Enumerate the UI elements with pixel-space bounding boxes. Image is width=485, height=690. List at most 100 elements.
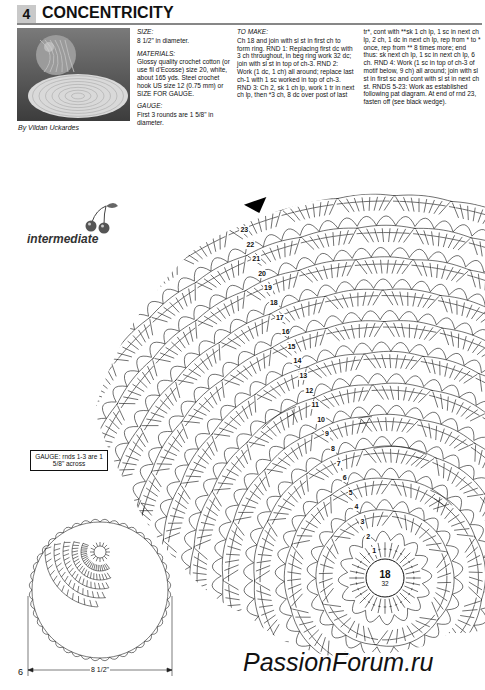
round-number: 8 bbox=[330, 445, 336, 453]
round-stitches bbox=[284, 478, 485, 677]
label-holder: 7 bbox=[336, 460, 342, 468]
label-holder: By Vildan Uckardes bbox=[18, 124, 79, 132]
label-holder: 13 bbox=[298, 372, 308, 380]
round-number: 16 bbox=[281, 328, 291, 336]
label-holder: 9 bbox=[324, 430, 330, 438]
page-number: 6 bbox=[18, 667, 23, 677]
round-stitches bbox=[54, 247, 485, 690]
round-stitches bbox=[23, 216, 485, 690]
cherry-icon bbox=[86, 203, 119, 234]
label-holder: 20 bbox=[257, 270, 267, 278]
stitch-chart bbox=[1, 194, 485, 690]
label-holder: 16 bbox=[281, 328, 291, 336]
section-heading: SIZE: bbox=[137, 28, 233, 36]
label-holder: 12 bbox=[304, 387, 314, 395]
gauge-box: GAUGE: rnds 1-3 are 1 5/8" across bbox=[30, 450, 108, 471]
label-holder: 22 bbox=[245, 241, 255, 249]
gauge-text: First 3 rounds are 1 5/8" in diameter. bbox=[137, 111, 233, 127]
round-number: 20 bbox=[257, 270, 267, 278]
round-number: 21 bbox=[251, 255, 261, 263]
round-number: 2 bbox=[365, 533, 371, 541]
label-holder: 8 1/2" bbox=[90, 666, 110, 674]
project-photo bbox=[17, 28, 130, 121]
round-number: 23 bbox=[239, 226, 249, 234]
node-text: 4 bbox=[23, 6, 31, 22]
size-text: 8 1/2" in diameter. bbox=[137, 37, 233, 45]
label-holder: PassionForum.ru bbox=[243, 648, 433, 677]
label-holder: 6 bbox=[342, 474, 348, 482]
label-holder: 15 bbox=[287, 343, 297, 351]
label-holder: 5 bbox=[348, 489, 354, 497]
instructions-text: Ch 18 and join with sl st in first ch to… bbox=[237, 28, 481, 106]
round-number: 13 bbox=[298, 372, 308, 380]
watermark: PassionForum.ru bbox=[243, 648, 433, 677]
round-number: 22 bbox=[245, 241, 255, 249]
label-holder: 8 bbox=[330, 445, 336, 453]
title: CONCENTRICITY bbox=[42, 4, 174, 22]
round-stitches bbox=[212, 405, 485, 690]
header-rule bbox=[17, 23, 482, 24]
round-number: 15 bbox=[287, 343, 297, 351]
label-holder: 4 bbox=[354, 503, 360, 511]
round-number: 11 bbox=[310, 401, 319, 409]
chain-count: 18 bbox=[379, 569, 390, 581]
label-holder: 14 bbox=[293, 357, 303, 365]
round-number: 17 bbox=[275, 314, 285, 322]
label-holder: 19 bbox=[263, 284, 273, 292]
skill-level-logo: intermediate bbox=[27, 233, 98, 247]
round-stitches bbox=[95, 289, 485, 690]
label-holder: 2 bbox=[365, 533, 371, 541]
label-holder: intermediate bbox=[27, 233, 98, 247]
center-ring: 1832 bbox=[365, 558, 405, 598]
round-number: 3 bbox=[359, 518, 365, 526]
label-holder: 11 bbox=[310, 401, 319, 409]
round-stitches bbox=[190, 383, 485, 690]
round-stitches bbox=[316, 510, 454, 646]
round-number: 12 bbox=[304, 387, 314, 395]
round-stitches bbox=[180, 374, 485, 690]
section-heading: GAUGE: bbox=[137, 102, 233, 110]
round-stitches bbox=[338, 531, 431, 624]
round-stitches bbox=[64, 257, 485, 690]
section-heading: MATERIALS: bbox=[137, 50, 233, 58]
round-stitches bbox=[1, 194, 485, 690]
number-box: 4 bbox=[17, 5, 36, 23]
round-stitches bbox=[349, 542, 421, 614]
dimension-line bbox=[28, 596, 172, 676]
dimension-label: 8 1/2" bbox=[90, 666, 110, 674]
fasten-off-wedge bbox=[244, 197, 266, 213]
round-number: 4 bbox=[354, 503, 360, 511]
label-holder: 18 bbox=[269, 299, 279, 307]
text-column: SIZE:8 1/2" in diameter. MATERIALS:Glossy… bbox=[137, 28, 233, 128]
round-stitches bbox=[222, 414, 485, 690]
overview-diagram bbox=[29, 519, 170, 660]
round-number: 9 bbox=[324, 430, 330, 438]
round-stitches bbox=[127, 321, 485, 690]
section-heading: TO MAKE: bbox=[237, 28, 355, 36]
stitch-count: 32 bbox=[381, 580, 388, 587]
label-holder: 23 bbox=[239, 226, 249, 234]
round-stitches bbox=[33, 225, 485, 690]
label-holder: 10 bbox=[316, 416, 326, 424]
round-number: 6 bbox=[342, 474, 348, 482]
label-holder: 1 bbox=[371, 547, 377, 555]
round-number: 5 bbox=[348, 489, 354, 497]
round-number: 1 bbox=[371, 547, 377, 555]
node-text: GAUGE: rnds 1-3 are 1 5/8" across bbox=[34, 453, 104, 468]
label-holder: 21 bbox=[251, 255, 261, 263]
round-number: 19 bbox=[263, 284, 273, 292]
label-holder: 3 bbox=[359, 518, 365, 526]
title-holder: CONCENTRICITY bbox=[42, 4, 174, 22]
round-stitches bbox=[158, 351, 485, 690]
round-number: 18 bbox=[269, 299, 279, 307]
round-number: 7 bbox=[336, 460, 342, 468]
materials-text: Glossy quality crochet cotton (or use fi… bbox=[137, 58, 233, 97]
round-stitches bbox=[244, 437, 485, 690]
round-stitches bbox=[307, 500, 463, 657]
round-number: 10 bbox=[316, 416, 326, 424]
text-columns: TO MAKE:Ch 18 and join with sl st in fir… bbox=[237, 28, 481, 106]
round-number: 14 bbox=[293, 357, 303, 365]
round-stitches bbox=[149, 342, 485, 690]
round-stitches bbox=[86, 279, 485, 690]
